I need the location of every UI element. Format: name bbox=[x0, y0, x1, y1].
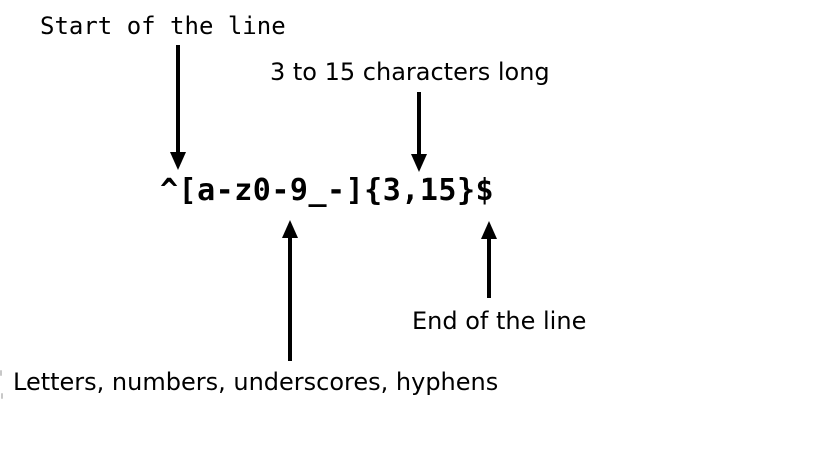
annotation-length: 3 to 15 characters long bbox=[270, 58, 550, 86]
arrow-head bbox=[282, 220, 298, 238]
left-edge-artifact bbox=[0, 370, 2, 376]
up-arrow-end-of-line-icon bbox=[481, 221, 497, 298]
annotation-start-of-line: Start of the line bbox=[40, 12, 286, 40]
annotation-character-class: Letters, numbers, underscores, hyphens bbox=[13, 368, 499, 396]
arrow-head bbox=[170, 152, 186, 170]
annotation-end-of-line: End of the line bbox=[412, 307, 587, 335]
arrow-head bbox=[411, 154, 427, 172]
up-arrow-character-class-icon bbox=[282, 220, 298, 361]
arrow-head bbox=[481, 221, 497, 239]
regex-pattern-text: ^[a-z0-9_-]{3,15}$ bbox=[160, 173, 495, 208]
down-arrow-start-of-line-icon bbox=[170, 45, 186, 170]
down-arrow-length-icon bbox=[411, 92, 427, 172]
left-edge-artifact bbox=[1, 393, 3, 399]
